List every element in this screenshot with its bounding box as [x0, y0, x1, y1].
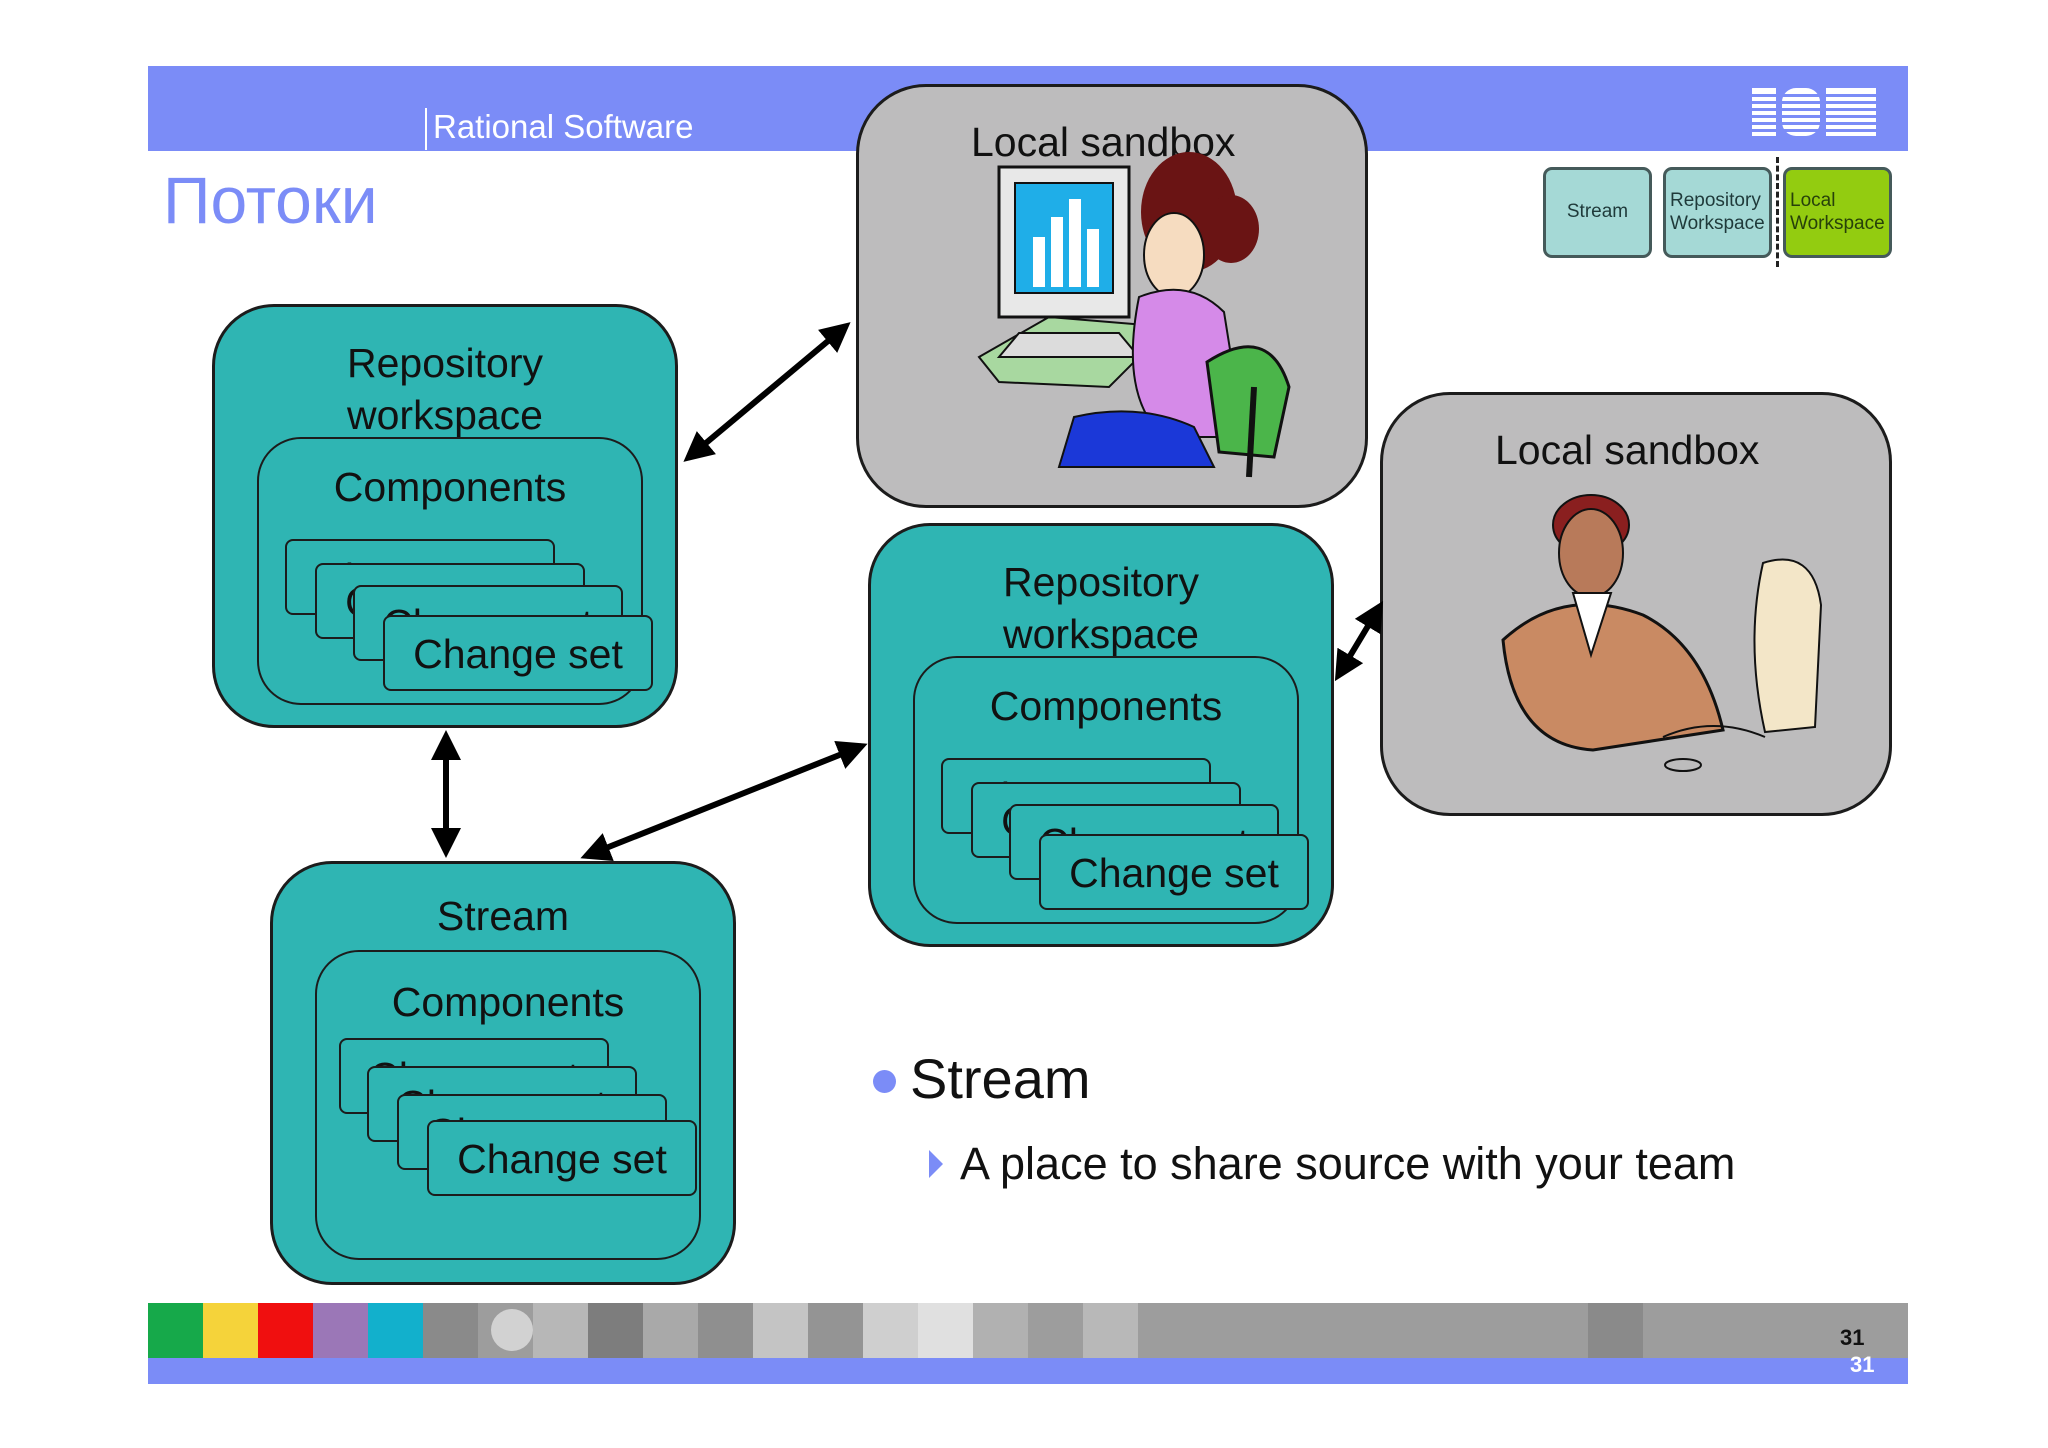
change-set-card-front: Change set: [427, 1120, 697, 1196]
components-box-1-label: Components: [333, 464, 567, 510]
page-number-repeat: 31: [1850, 1352, 1875, 1377]
components-box-stream: Components Change set Change set Change …: [315, 950, 701, 1260]
arrow-repo-workspace-2-to-local-sandbox: [1334, 600, 1384, 682]
repository-workspace-1-title-line1: Repository: [347, 340, 543, 386]
repository-workspace-2-title-line2: workspace: [1003, 611, 1199, 658]
local-sandbox-box-right: Local sandbox: [1380, 392, 1892, 816]
components-box-2: Components Change set Change set Change …: [913, 656, 1309, 924]
footer-photo-tile: [753, 1303, 808, 1358]
legend-local-line2: Workspace: [1790, 212, 1885, 234]
stream-box-title: Stream: [436, 893, 570, 939]
footer-photo-tile: [423, 1303, 478, 1358]
footer-photo-tile: [643, 1303, 698, 1358]
footer-photo-tile: [1083, 1303, 1138, 1358]
footer-color-tile: [148, 1303, 203, 1358]
footer-photo-tile: [698, 1303, 753, 1358]
arrow-stream-to-repo-workspace-2: [580, 740, 868, 862]
components-box-2-label: Components: [989, 683, 1223, 729]
footer-photo-tile: [863, 1303, 918, 1358]
arrow-repo-workspace-1-to-local-sandbox: [683, 322, 851, 462]
woman-at-computer-illustration: [977, 152, 1291, 478]
footer-photo-tile: [588, 1303, 643, 1358]
footer-photo-tile: [973, 1303, 1028, 1358]
page-number: 31: [1840, 1325, 1865, 1350]
footer-photo-tile: [491, 1309, 533, 1351]
change-set-card-front: Change set: [1039, 834, 1309, 910]
repository-workspace-1-title: Repository workspace: [215, 337, 675, 442]
footer-color-tile: [258, 1303, 313, 1358]
legend-repository-line2: Workspace: [1670, 212, 1765, 234]
stream-box: Stream Components Change set Change set …: [270, 861, 736, 1285]
footer-photo-tile: [533, 1303, 588, 1358]
local-sandbox-box-top: Local sandbox: [856, 84, 1368, 508]
components-box-stream-label: Components: [391, 979, 625, 1025]
legend-repository-line1: Repository: [1670, 189, 1761, 211]
bullet-sub-marker-icon: [929, 1150, 943, 1178]
change-set-card-front: Change set: [383, 615, 653, 691]
repository-workspace-1-title-line2: workspace: [347, 392, 543, 439]
footer-decorative-strip: [148, 1303, 1908, 1358]
bullet-dot: [873, 1070, 896, 1093]
components-box-1: Components Change set Change set Change …: [257, 437, 653, 705]
repository-workspace-box-1: Repository workspace Components Change s…: [212, 304, 678, 728]
footer-color-tile: [313, 1303, 368, 1358]
repository-workspace-2-title: Repository workspace: [871, 556, 1331, 661]
footer-color-tile: [203, 1303, 258, 1358]
legend-stream: Stream: [1543, 167, 1652, 258]
footer-photo-tile: [808, 1303, 863, 1358]
legend-stream-label: Stream: [1566, 201, 1629, 223]
change-set-card-label: Change set: [1069, 850, 1279, 896]
bullet-main-text: Stream: [910, 1047, 1091, 1110]
repository-workspace-box-2: Repository workspace Components Change s…: [868, 523, 1334, 947]
footer-color-tile: [368, 1303, 423, 1358]
footer-photo-tile: [918, 1303, 973, 1358]
change-set-card-label: Change set: [413, 631, 623, 677]
footer-bottom-bar: [148, 1358, 1908, 1384]
man-at-computer-illustration: [1501, 494, 1823, 772]
change-set-card-label: Change set: [457, 1136, 667, 1182]
legend-repository-workspace: Repository Workspace: [1663, 167, 1772, 258]
brand-name: Rational Software: [433, 108, 694, 145]
bullet-sub-text: A place to share source with your team: [960, 1138, 1736, 1189]
repository-workspace-2-title-line1: Repository: [1003, 559, 1199, 605]
legend-local-line1: Local: [1790, 189, 1836, 211]
footer-photo-tile: [1588, 1303, 1643, 1358]
local-sandbox-right-label: Local sandbox: [1495, 427, 1760, 473]
ibm-logo: [1752, 88, 1876, 136]
slide-title: Потоки: [163, 163, 378, 237]
legend-local-workspace: Local Workspace: [1783, 167, 1892, 258]
legend-divider: [1776, 157, 1779, 267]
brand-divider: [425, 108, 427, 150]
